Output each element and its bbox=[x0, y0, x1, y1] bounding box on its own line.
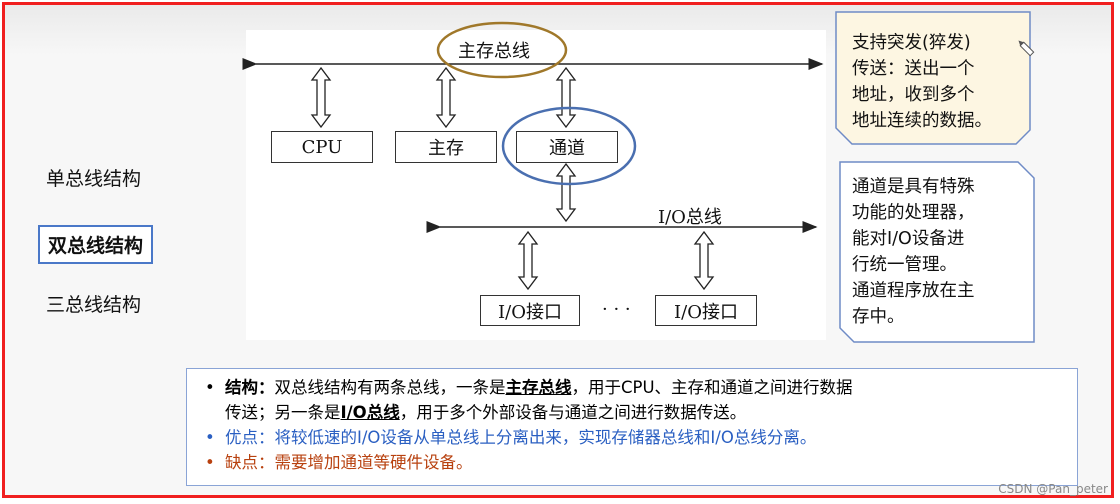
structure-emphasis-main-bus: 主存总线 bbox=[505, 378, 572, 397]
note-channel-line: 通道是具有特殊 bbox=[852, 177, 975, 197]
cpu-box: CPU bbox=[271, 131, 373, 163]
note-burst-line: 地址连续的数据。 bbox=[852, 111, 992, 131]
note-channel-text: 通道是具有特殊 功能的处理器， 能对I/O设备进 行统一管理。 通道程序放在主 … bbox=[852, 174, 975, 330]
sidebar-item-single-bus[interactable]: 单总线结构 bbox=[46, 168, 142, 190]
structure-emphasis-io-bus: I/O总线 bbox=[340, 403, 400, 422]
summary-box: • 结构：双总线结构有两条总线，一条是主存总线，用于CPU、主存和通道之间进行数… bbox=[186, 368, 1078, 486]
iobus-if2-arrow bbox=[693, 230, 715, 291]
bullet: • bbox=[205, 428, 215, 447]
channel-iobus-arrow bbox=[555, 162, 577, 223]
iobus-if1-arrow bbox=[517, 230, 539, 291]
diagram-panel bbox=[246, 30, 826, 340]
main-bus-highlight bbox=[436, 21, 568, 79]
structure-text-2: ，用于CPU、主存和通道之间进行数据 bbox=[571, 378, 853, 397]
note-channel-shape bbox=[839, 161, 1035, 343]
structure-text-3: 传送；另一条是 bbox=[225, 403, 341, 422]
io-interface-box-2: I/O接口 bbox=[655, 295, 757, 326]
io-bus-label: I/O总线 bbox=[658, 207, 722, 228]
note-burst-line: 传送：送出一个 bbox=[852, 59, 975, 79]
summary-con: • 缺点：需要增加通道等硬件设备。 bbox=[197, 450, 1063, 475]
watermark: CSDN @Pan_peter bbox=[998, 482, 1108, 496]
structure-label: 结构： bbox=[225, 378, 275, 397]
bullet: • bbox=[205, 378, 215, 397]
note-burst-line: 支持突发(猝发) bbox=[852, 33, 971, 53]
channel-highlight bbox=[501, 106, 637, 186]
ellipsis-dots: · · · bbox=[602, 299, 631, 320]
io-interface-box-1: I/O接口 bbox=[480, 295, 580, 326]
con-text: 缺点：需要增加通道等硬件设备。 bbox=[225, 453, 473, 472]
note-burst-line: 地址，收到多个 bbox=[852, 85, 975, 105]
note-channel-line: 存中。 bbox=[852, 307, 905, 327]
summary-structure: • 结构：双总线结构有两条总线，一条是主存总线，用于CPU、主存和通道之间进行数… bbox=[197, 375, 1063, 425]
note-burst-text: 支持突发(猝发) 传送：送出一个 地址，收到多个 地址连续的数据。 bbox=[852, 30, 992, 134]
note-channel-line: 功能的处理器， bbox=[852, 203, 975, 223]
note-channel-line: 能对I/O设备进 bbox=[852, 229, 965, 249]
main-bus-label: 主存总线 bbox=[458, 41, 530, 62]
structure-text-4: ，用于多个外部设备与通道之间进行数据传送。 bbox=[399, 403, 747, 422]
channel-label: 通道 bbox=[549, 138, 585, 159]
channel-box: 通道 bbox=[516, 131, 618, 163]
memory-box: 主存 bbox=[395, 131, 497, 163]
cpu-label: CPU bbox=[301, 136, 343, 158]
note-channel-line: 通道程序放在主 bbox=[852, 281, 975, 301]
pro-text: 优点：将较低速的I/O设备从单总线上分离出来，实现存储器总线和I/O总线分离。 bbox=[225, 428, 817, 447]
cpu-bus-arrow bbox=[310, 66, 332, 129]
io-interface-label-2: I/O接口 bbox=[674, 301, 738, 323]
note-burst-shape bbox=[835, 11, 1031, 145]
channel-bus-arrow bbox=[555, 66, 577, 129]
note-channel-line: 行统一管理。 bbox=[852, 255, 957, 275]
structure-text-1: 双总线结构有两条总线，一条是 bbox=[274, 378, 506, 397]
io-interface-label-1: I/O接口 bbox=[498, 301, 562, 323]
sidebar-item-dual-bus[interactable]: 双总线结构 bbox=[38, 225, 154, 264]
bullet: • bbox=[205, 453, 215, 472]
memory-bus-arrow bbox=[435, 66, 457, 129]
summary-pro: • 优点：将较低速的I/O设备从单总线上分离出来，实现存储器总线和I/O总线分离… bbox=[197, 425, 1063, 450]
memory-label: 主存 bbox=[428, 138, 464, 159]
sidebar-item-triple-bus[interactable]: 三总线结构 bbox=[46, 294, 142, 316]
